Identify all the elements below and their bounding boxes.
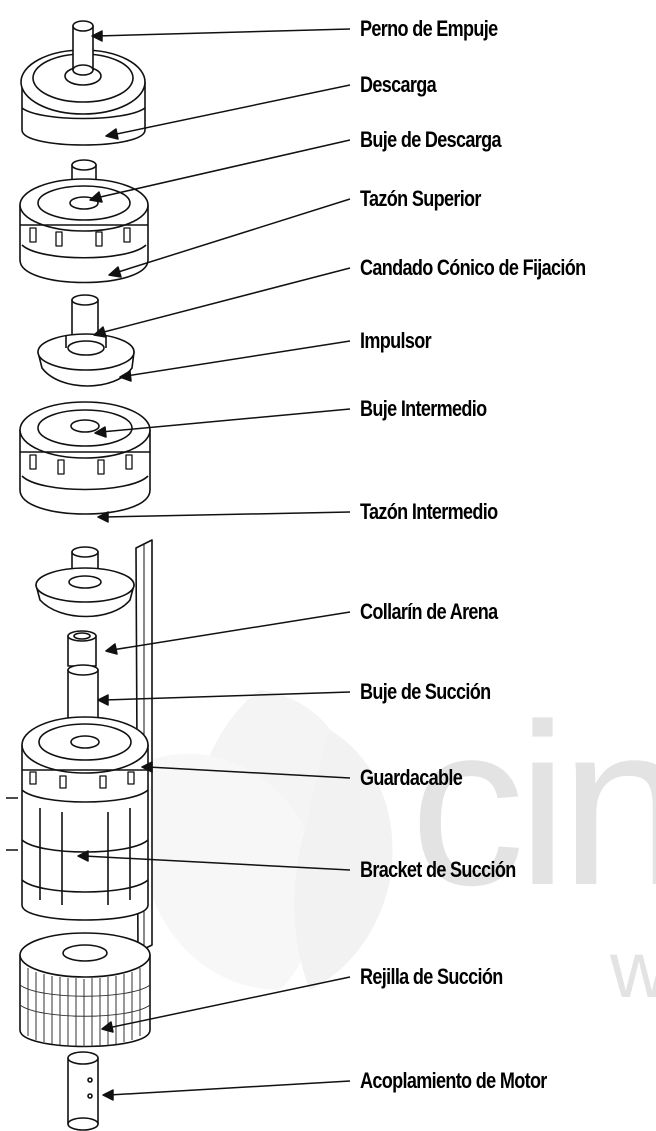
tazon-superior-part xyxy=(19,178,149,284)
impulsor-part xyxy=(37,333,135,387)
bracket-part xyxy=(6,716,149,921)
watermark-subtext: w xyxy=(610,925,656,1014)
leader-lines xyxy=(77,28,351,1101)
label-perno-de-empuje: Perno de Empuje xyxy=(360,16,498,41)
label-acoplamiento-de-motor: Acoplamiento de Motor xyxy=(360,1068,547,1093)
acoplamiento-part xyxy=(67,1051,99,1131)
label-buje-intermedio: Buje Intermedio xyxy=(360,396,487,421)
label-buje-de-succion: Buje de Succión xyxy=(360,679,491,704)
watermark-text: cin xyxy=(410,676,656,933)
label-descarga: Descarga xyxy=(360,72,437,97)
label-impulsor: Impulsor xyxy=(360,328,432,353)
impulsor-lower-part xyxy=(35,546,135,618)
label-buje-de-descarga: Buje de Descarga xyxy=(360,127,502,152)
label-bracket-de-succion: Bracket de Succión xyxy=(360,857,516,882)
label-tazon-superior: Tazón Superior xyxy=(360,186,481,211)
label-tazon-intermedio: Tazón Intermedio xyxy=(360,499,498,524)
candado-part xyxy=(71,294,99,341)
rejilla-part xyxy=(19,932,151,1048)
descarga-part xyxy=(20,20,146,146)
label-rejilla-de-succion: Rejilla de Succión xyxy=(360,964,503,989)
label-candado-conico: Candado Cónico de Fijación xyxy=(360,255,586,280)
collarin-part xyxy=(67,630,97,667)
tazon-intermedio-part xyxy=(19,401,151,515)
label-guardacable: Guardacable xyxy=(360,765,463,790)
label-collarin-de-arena: Collarín de Arena xyxy=(360,599,498,624)
